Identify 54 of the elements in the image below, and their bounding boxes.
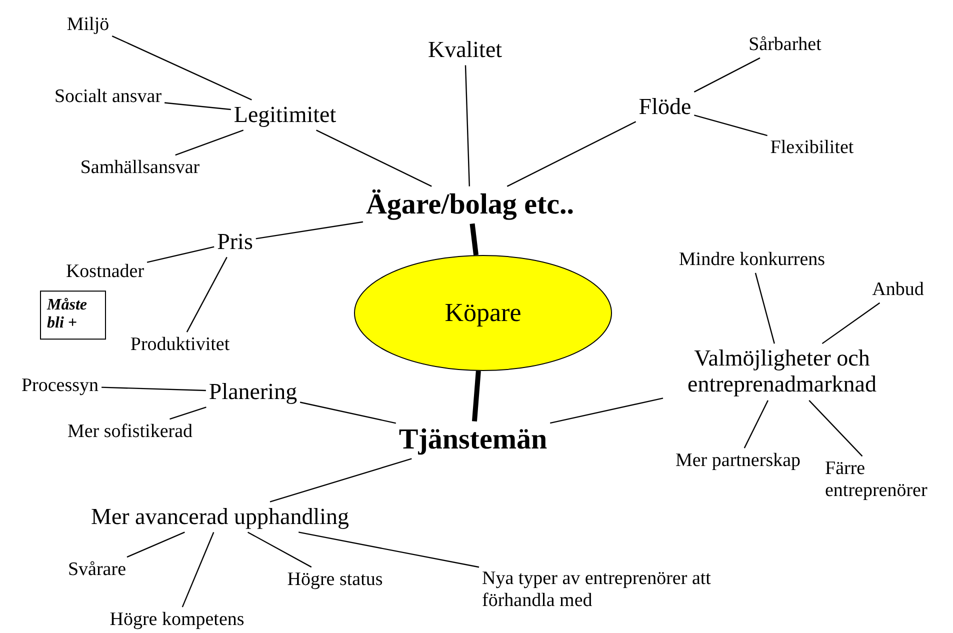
subtopic-label: Socialt ansvar — [51, 84, 165, 110]
connector-line — [694, 57, 760, 92]
connector-line — [470, 223, 479, 256]
connector-line — [822, 302, 880, 344]
connector-line — [248, 532, 312, 568]
connector-line — [112, 35, 252, 100]
connector-line — [464, 65, 470, 186]
topic-label: Flöde — [636, 92, 694, 122]
topic-label: Kvalitet — [424, 34, 506, 66]
connector-line — [300, 402, 396, 424]
connector-line — [256, 221, 364, 240]
subtopic-label: Högre status — [284, 567, 386, 593]
connector-line — [754, 272, 775, 344]
connector-line — [182, 532, 214, 608]
topic-label: Mer avancerad upphandling — [88, 502, 352, 532]
connector-line — [146, 246, 214, 263]
subtopic-label: Miljö — [64, 12, 112, 38]
subtopic-label: Högre kompetens — [106, 607, 248, 633]
hub-label: Tjänstemän — [396, 421, 550, 459]
subtopic-label: Mindre konkurrens — [676, 247, 828, 273]
connector-line — [170, 406, 206, 420]
connector-line — [164, 102, 231, 110]
connector-line — [506, 121, 636, 187]
subtopic-label: Nya typer av entreprenörer att förhandla med — [479, 566, 715, 614]
topic-label: Legitimitet — [230, 100, 340, 130]
connector-line — [472, 370, 481, 422]
subtopic-label: Produktivitet — [127, 332, 233, 358]
topic-label: Planering — [206, 376, 300, 408]
subtopic-label: Mer sofistikerad — [64, 419, 196, 445]
subtopic-label: Mer partnerskap — [672, 448, 804, 474]
connector-line — [550, 398, 664, 424]
connector-line — [175, 130, 244, 156]
connector-line — [316, 130, 432, 187]
ellipse-label: Köpare — [444, 298, 522, 328]
connector-line — [126, 532, 185, 558]
subtopic-label: Processyn — [18, 373, 102, 399]
subtopic-label: Sårbarhet — [746, 32, 824, 58]
connector-line — [808, 400, 863, 457]
connector-line — [694, 114, 768, 136]
subtopic-label: Samhällsansvar — [77, 155, 203, 181]
subtopic-label: Färre entreprenörer — [822, 456, 948, 504]
connector-line — [270, 458, 412, 502]
connector-line — [298, 532, 480, 568]
note-box: Måste bli + — [40, 290, 106, 340]
connector-line — [744, 400, 768, 448]
hub-label: Ägare/bolag etc.. — [362, 186, 578, 224]
subtopic-label: Kostnader — [62, 259, 148, 285]
subtopic-label: Svårare — [64, 557, 130, 583]
topic-label: Valmöjligheter och entreprenadmarknad — [663, 344, 901, 400]
subtopic-label: Flexibilitet — [767, 135, 857, 161]
connector-line — [102, 386, 206, 392]
topic-label: Pris — [214, 226, 256, 258]
connector-line — [186, 256, 228, 332]
subtopic-label: Anbud — [869, 277, 927, 303]
